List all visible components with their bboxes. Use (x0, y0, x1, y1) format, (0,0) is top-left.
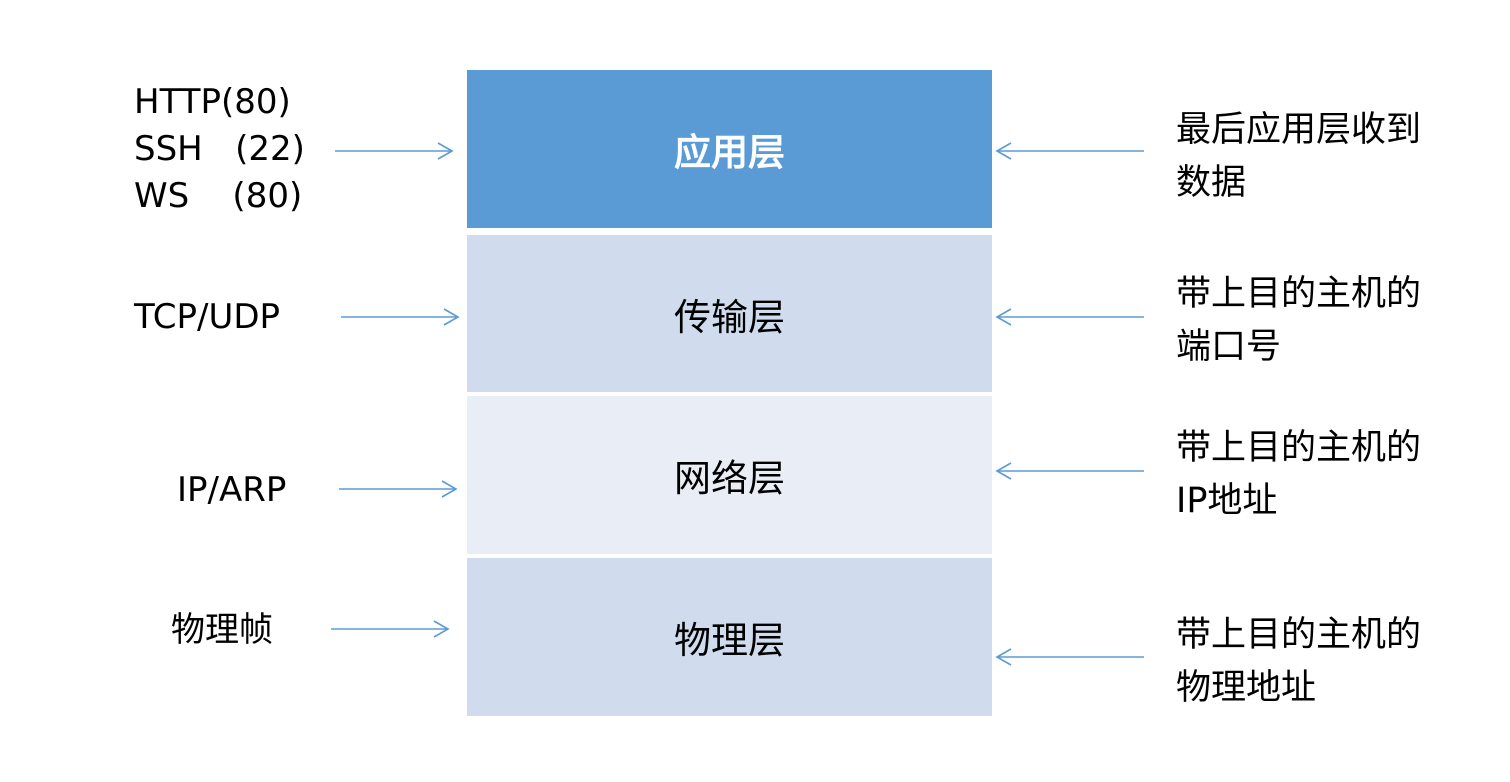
left-arrow-application (335, 142, 454, 160)
network-layer-box: 网络层 (467, 396, 992, 554)
right-arrow-physical (995, 648, 1144, 666)
application-layer-box: 应用层 (467, 70, 992, 228)
transport-layer-label: 传输层 (674, 295, 785, 339)
left-label-ip-arp: IP/ARP (177, 470, 287, 510)
physical-layer-label: 物理层 (674, 619, 785, 662)
right-label-transport: 带上目的主机的 端口号 (1176, 274, 1422, 367)
right-label-network: 带上目的主机的 IP地址 (1176, 428, 1422, 521)
left-arrow-transport (341, 308, 460, 326)
left-arrow-network (339, 480, 458, 498)
right-arrow-network (995, 462, 1144, 480)
left-label-protocols: HTTP(80) SSH (22) WS (80) (134, 82, 305, 216)
network-layer-label: 网络层 (674, 457, 785, 500)
left-label-physical-frame: 物理帧 (171, 610, 273, 650)
right-arrow-application (995, 142, 1144, 160)
left-arrow-physical (331, 620, 450, 638)
right-arrow-transport (995, 308, 1144, 326)
physical-layer-box: 物理层 (467, 558, 992, 716)
application-layer-label: 应用层 (674, 131, 785, 174)
right-label-physical: 带上目的主机的 物理地址 (1176, 615, 1422, 708)
left-label-tcp-udp: TCP/UDP (134, 297, 281, 337)
transport-layer-box: 传输层 (467, 235, 992, 392)
right-label-application: 最后应用层收到 数据 (1176, 110, 1422, 203)
